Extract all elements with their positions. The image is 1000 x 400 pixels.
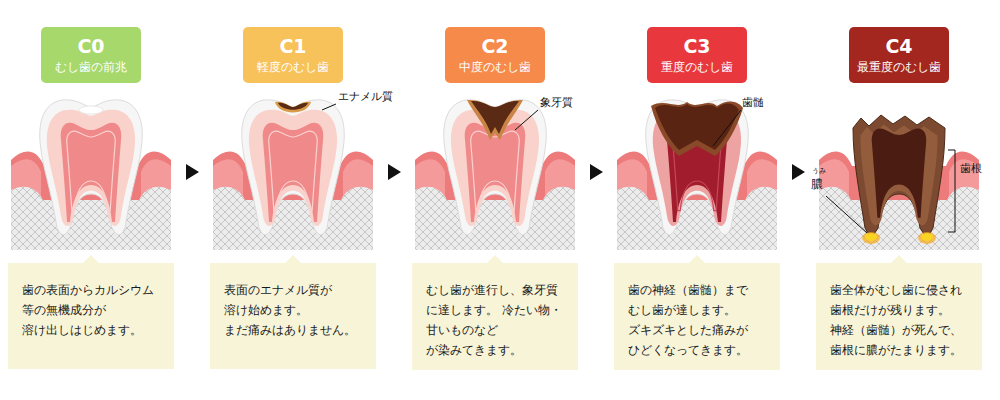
stage-badge: C3重度のむし歯 xyxy=(647,27,747,83)
progress-arrow xyxy=(590,164,603,180)
pus-glow xyxy=(918,232,936,244)
description-text: むし歯が進行し、象牙質 に達します。 冷たい物・甘いものなど が染みてきます。 xyxy=(426,280,568,360)
pus xyxy=(921,233,933,241)
decay-rim xyxy=(275,102,311,113)
part-label: 象牙質 xyxy=(540,97,573,109)
chalky-spot xyxy=(79,106,103,114)
note-notch xyxy=(689,255,705,263)
tooth-figure xyxy=(617,100,777,250)
pus xyxy=(865,233,877,241)
description-box: 歯の神経（歯髄）まで むし歯が達します。 ズキズキとした痛みが ひどくなってきま… xyxy=(614,263,780,370)
part-label: 歯根 xyxy=(960,163,982,175)
ruby-reading: うみ xyxy=(812,168,826,176)
stage-code: C2 xyxy=(449,34,541,58)
decay-rim xyxy=(467,100,523,140)
enamel xyxy=(40,100,143,235)
pulp xyxy=(61,123,122,222)
root-bracket xyxy=(948,150,955,232)
enamel xyxy=(444,100,547,235)
tooth-figure xyxy=(819,115,979,250)
progress-arrow xyxy=(792,164,805,180)
stage-code: C4 xyxy=(853,34,945,58)
note-notch xyxy=(285,255,301,263)
description-box: むし歯が進行し、象牙質 に達します。 冷たい物・甘いものなど が染みてきます。 xyxy=(412,263,578,370)
decay xyxy=(655,104,739,150)
description-box: 歯全体がむし歯に侵され 歯根だけが残ります。 神経（歯髄）が死んで、 歯根に膿が… xyxy=(816,263,982,370)
note-notch xyxy=(83,255,99,263)
stage-badge: C2中度のむし歯 xyxy=(445,27,545,83)
dead-pulp xyxy=(872,128,927,217)
description-text: 歯全体がむし歯に侵され 歯根だけが残ります。 神経（歯髄）が死んで、 歯根に膿が… xyxy=(830,280,972,360)
description-box: 表面のエナメル質が 溶け始めます。 まだ痛みはありません。 xyxy=(210,263,376,369)
dentin xyxy=(47,110,135,226)
stage-title: 中度のむし歯 xyxy=(449,58,541,76)
enamel xyxy=(646,100,749,235)
part-label: 膿 xyxy=(811,178,823,191)
pulp-inner xyxy=(67,131,115,210)
stage-code: C1 xyxy=(247,34,339,58)
stage-title: 最重度のむし歯 xyxy=(853,58,945,76)
note-notch xyxy=(487,255,503,263)
leader-line xyxy=(713,110,741,146)
stage-badge: C4最重度のむし歯 xyxy=(849,27,949,83)
decay-rim xyxy=(651,102,743,156)
decay xyxy=(471,101,519,134)
stage-badge: C0むし歯の前兆 xyxy=(41,27,141,83)
pulp-inner xyxy=(471,131,519,210)
leader-line xyxy=(826,196,867,233)
description-text: 表面のエナメル質が 溶け始めます。 まだ痛みはありません。 xyxy=(224,280,366,340)
pus-glow xyxy=(862,232,880,244)
note-notch xyxy=(891,255,907,263)
decay xyxy=(278,103,308,110)
pulp xyxy=(263,123,324,222)
description-box: 歯の表面からカルシウム 等の無機成分が 溶け出しはじめます。 xyxy=(8,263,174,369)
dentin xyxy=(249,110,337,226)
progress-arrow xyxy=(186,164,199,180)
tooth-figure xyxy=(415,100,575,250)
description-text: 歯の表面からカルシウム 等の無機成分が 溶け出しはじめます。 xyxy=(22,280,164,340)
pulp-inner xyxy=(269,131,317,210)
decayed-dentin xyxy=(860,125,937,226)
part-label: 歯髄 xyxy=(742,97,764,109)
pulp xyxy=(465,123,526,222)
stage-title: 重度のむし歯 xyxy=(651,58,743,76)
leader-line xyxy=(322,104,336,110)
leader-line xyxy=(515,110,538,130)
stage-code: C3 xyxy=(651,34,743,58)
tooth-figure xyxy=(11,100,171,250)
enamel xyxy=(242,100,345,235)
description-text: 歯の神経（歯髄）まで むし歯が達します。 ズキズキとした痛みが ひどくなってきま… xyxy=(628,280,770,360)
stage-title: 軽度のむし歯 xyxy=(247,58,339,76)
tooth-figure xyxy=(213,100,373,250)
progress-arrow xyxy=(388,164,401,180)
stage-title: むし歯の前兆 xyxy=(45,58,137,76)
stage-badge: C1軽度のむし歯 xyxy=(243,27,343,83)
stage-code: C0 xyxy=(45,34,137,58)
decayed-root xyxy=(853,115,945,235)
part-label: エナメル質 xyxy=(338,91,393,103)
